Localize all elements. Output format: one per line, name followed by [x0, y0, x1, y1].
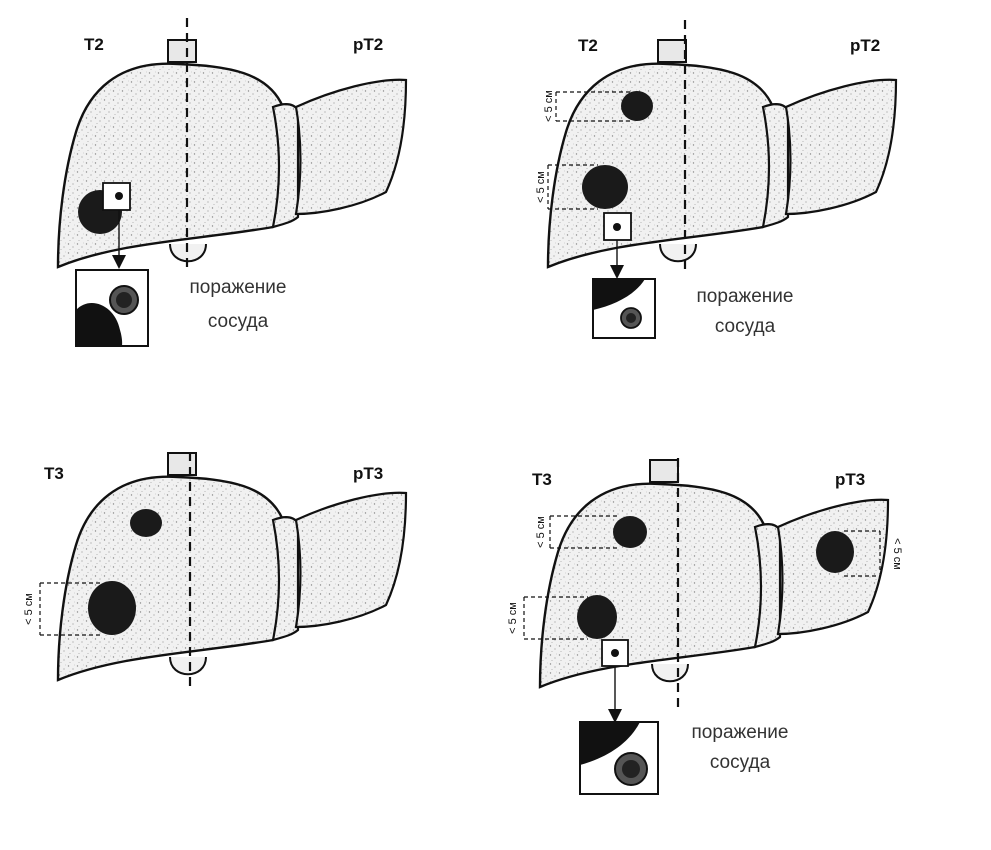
vessel-dot: [611, 649, 619, 657]
measure-label: < 5 см: [535, 516, 547, 548]
panel-t2-multiple: < 5 см < 5 см T2 pT2 поражение сосуда: [535, 20, 898, 339]
liver-outline: [56, 451, 408, 682]
panel-t2-vessel: T2 pT2 поражение сосуда: [56, 18, 408, 347]
inset-vessel-lumen: [626, 313, 636, 323]
tumor-lesion-small: [621, 91, 653, 121]
tumor-lesion-small: [130, 509, 162, 537]
liver-outline: [56, 38, 408, 269]
panel-t3-vessel: < 5 см < 5 см < 5 см T3 pT3 поражение со…: [507, 458, 903, 795]
tumor-lesion-large: [582, 165, 628, 209]
caption-line-1: поражение: [697, 286, 794, 307]
tumor-lesion-upper: [613, 516, 647, 548]
tumor-lesion-lower: [577, 595, 617, 639]
stage-label-right: pT3: [353, 464, 383, 483]
measure-label: < 5 см: [543, 90, 555, 122]
caption-line-2: сосуда: [710, 752, 771, 773]
tumor-lesion-left-lobe: [816, 531, 854, 573]
caption-line-2: сосуда: [715, 316, 776, 337]
inset-vessel-lumen: [622, 760, 640, 778]
stage-label-right: pT2: [353, 35, 383, 54]
caption-line-1: поражение: [190, 277, 287, 298]
caption-line-2: сосуда: [208, 311, 269, 332]
vessel-dot: [613, 223, 621, 231]
inset-tumor: [76, 302, 123, 346]
stage-label-right: pT2: [850, 36, 880, 55]
measure-label: < 5 см: [891, 538, 903, 570]
liver-outline: [538, 458, 890, 689]
panel-t3-multiple: < 5 см T3 pT3: [23, 451, 408, 692]
stage-label-left: T2: [578, 36, 598, 55]
vessel-dot: [115, 192, 123, 200]
measure-label: < 5 см: [23, 593, 35, 625]
stage-label-left: T3: [532, 470, 552, 489]
inset-tumor: [593, 279, 645, 310]
inset-vessel-lumen: [116, 292, 132, 308]
stage-label-right: pT3: [835, 470, 865, 489]
vessel-zoom-box: [102, 182, 131, 211]
inset-tumor: [580, 722, 640, 765]
measure-label: < 5 см: [535, 171, 547, 203]
liver-outline: [546, 38, 898, 269]
tumor-lesion-large: [88, 581, 136, 635]
caption-line-1: поражение: [692, 722, 789, 743]
stage-label-left: T3: [44, 464, 64, 483]
measure-label: < 5 см: [507, 602, 519, 634]
stage-label-left: T2: [84, 35, 104, 54]
